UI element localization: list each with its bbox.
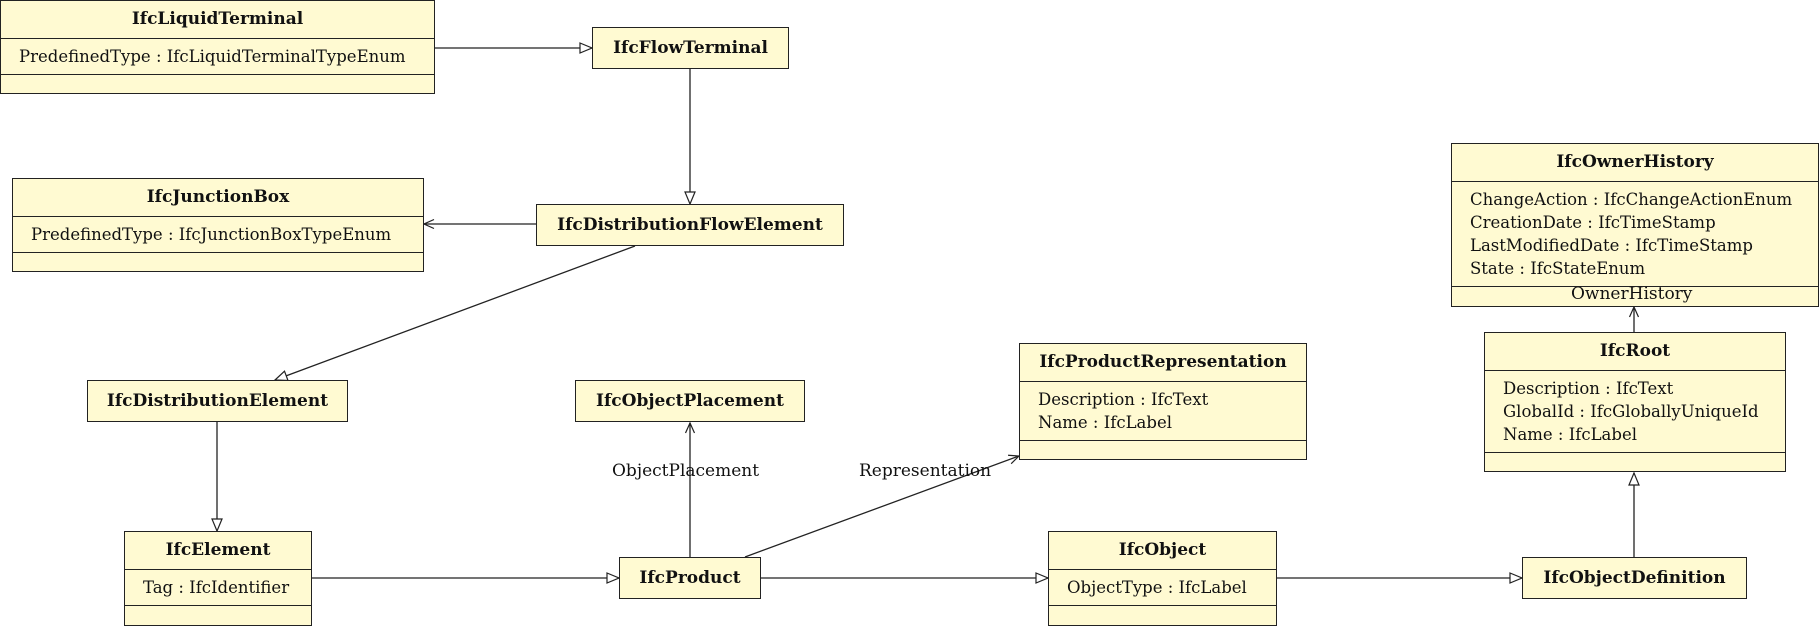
class-ifc-product: IfcProduct <box>619 557 761 599</box>
attribute: Name : IfcLabel <box>1503 425 1637 444</box>
operation-list <box>1020 441 1306 459</box>
class-ifc-object: IfcObject ObjectType : IfcLabel <box>1048 531 1277 626</box>
class-name: IfcDistributionElement <box>106 391 329 411</box>
class-name: IfcOwnerHistory <box>1452 144 1818 182</box>
attribute-list: Description : IfcText Name : IfcLabel <box>1020 382 1306 441</box>
attribute-list: ObjectType : IfcLabel <box>1049 570 1276 606</box>
attribute: State : IfcStateEnum <box>1470 259 1646 278</box>
operation-list <box>13 253 423 271</box>
attribute: ChangeAction : IfcChangeActionEnum <box>1470 190 1793 209</box>
class-name: IfcRoot <box>1485 333 1785 371</box>
class-ifc-liquid-terminal: IfcLiquidTerminal PredefinedType : IfcLi… <box>0 0 435 94</box>
class-name: IfcObjectPlacement <box>596 391 784 411</box>
attribute: LastModifiedDate : IfcTimeStamp <box>1470 236 1753 255</box>
attribute-list: ChangeAction : IfcChangeActionEnum Creat… <box>1452 182 1818 287</box>
label-representation: Representation <box>859 461 992 481</box>
label-owner-history: OwnerHistory <box>1571 284 1693 304</box>
class-name: IfcFlowTerminal <box>613 38 768 58</box>
class-ifc-distribution-element: IfcDistributionElement <box>87 380 348 422</box>
class-name: IfcJunctionBox <box>13 179 423 217</box>
class-ifc-distribution-flow-element: IfcDistributionFlowElement <box>536 204 844 246</box>
class-name: IfcObjectDefinition <box>1543 568 1726 588</box>
attribute: ObjectType : IfcLabel <box>1067 578 1247 597</box>
class-ifc-root: IfcRoot Description : IfcText GlobalId :… <box>1484 332 1786 472</box>
gen-distelement-distflowelement <box>275 245 636 380</box>
operation-list <box>1 75 434 93</box>
attribute-list: PredefinedType : IfcJunctionBoxTypeEnum <box>13 217 423 253</box>
attribute-list: Description : IfcText GlobalId : IfcGlob… <box>1485 371 1785 453</box>
attribute: Description : IfcText <box>1503 379 1674 398</box>
class-ifc-object-definition: IfcObjectDefinition <box>1522 557 1747 599</box>
class-name: IfcObject <box>1049 532 1276 570</box>
class-ifc-object-placement: IfcObjectPlacement <box>575 380 805 422</box>
class-ifc-product-representation: IfcProductRepresentation Description : I… <box>1019 343 1307 460</box>
attribute-list: PredefinedType : IfcLiquidTerminalTypeEn… <box>1 39 434 75</box>
operation-list <box>125 606 311 624</box>
attribute: PredefinedType : IfcLiquidTerminalTypeEn… <box>19 47 406 66</box>
attribute: CreationDate : IfcTimeStamp <box>1470 213 1716 232</box>
attribute: GlobalId : IfcGloballyUniqueId <box>1503 402 1759 421</box>
attribute: Tag : IfcIdentifier <box>143 578 290 597</box>
attribute-list: Tag : IfcIdentifier <box>125 570 311 606</box>
class-ifc-element: IfcElement Tag : IfcIdentifier <box>124 531 312 626</box>
operation-list <box>1485 453 1785 471</box>
class-ifc-flow-terminal: IfcFlowTerminal <box>592 27 789 69</box>
operation-list <box>1049 606 1276 624</box>
attribute: Name : IfcLabel <box>1038 413 1172 432</box>
class-name: IfcElement <box>125 532 311 570</box>
class-ifc-owner-history: IfcOwnerHistory ChangeAction : IfcChange… <box>1451 143 1819 307</box>
attribute: Description : IfcText <box>1038 390 1209 409</box>
class-name: IfcLiquidTerminal <box>1 1 434 39</box>
class-name: IfcDistributionFlowElement <box>557 215 823 235</box>
attribute: PredefinedType : IfcJunctionBoxTypeEnum <box>31 225 392 244</box>
label-object-placement: ObjectPlacement <box>612 461 760 481</box>
class-ifc-junction-box: IfcJunctionBox PredefinedType : IfcJunct… <box>12 178 424 272</box>
class-name: IfcProduct <box>639 568 741 588</box>
class-name: IfcProductRepresentation <box>1020 344 1306 382</box>
assoc-representation <box>744 456 1019 558</box>
